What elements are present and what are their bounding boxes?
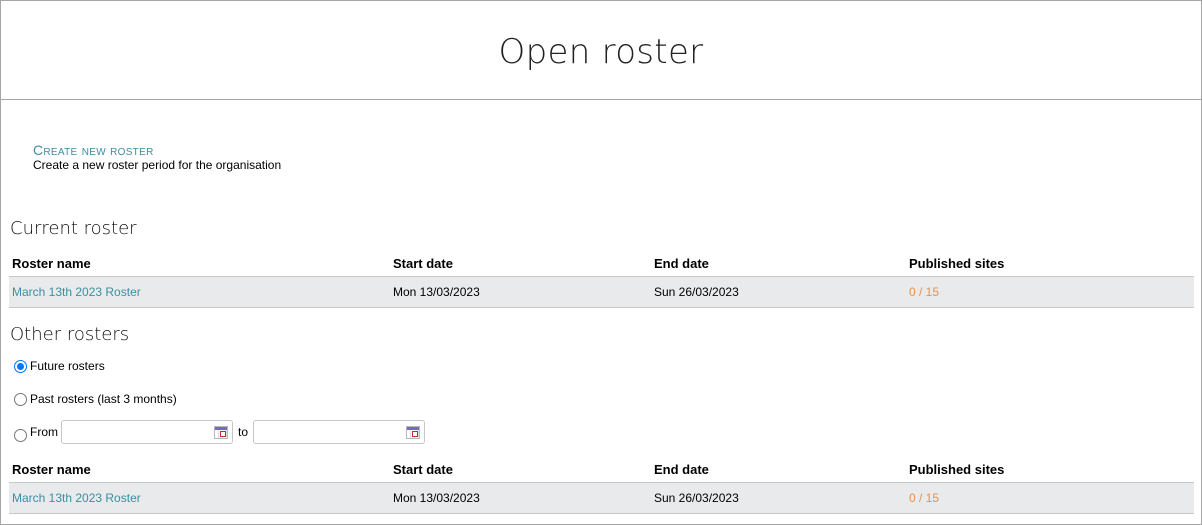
past-rosters-radio[interactable] bbox=[14, 392, 27, 406]
published-sites-cell: 0 / 15 bbox=[906, 276, 1194, 308]
column-header-published-sites: Published sites bbox=[906, 456, 1194, 483]
future-rosters-label: Future rosters bbox=[30, 359, 105, 373]
current-roster-table: Roster name Start date End date Publishe… bbox=[9, 250, 1194, 308]
create-roster-description: Create a new roster period for the organ… bbox=[33, 158, 282, 172]
calendar-icon[interactable] bbox=[214, 426, 228, 439]
table-header-row: Roster name Start date End date Publishe… bbox=[9, 250, 1194, 277]
start-date-cell: Mon 13/03/2023 bbox=[390, 276, 651, 308]
page-title: Open roster bbox=[498, 32, 704, 72]
from-date-input[interactable] bbox=[61, 420, 233, 444]
date-range-radio[interactable] bbox=[14, 428, 27, 442]
future-rosters-option[interactable]: Future rosters bbox=[14, 359, 105, 373]
create-new-roster-link[interactable]: Create new roster bbox=[33, 142, 154, 158]
column-header-published-sites: Published sites bbox=[906, 250, 1194, 277]
column-header-start-date: Start date bbox=[390, 456, 651, 483]
end-date-cell: Sun 26/03/2023 bbox=[651, 276, 906, 308]
table-row: March 13th 2023 Roster Mon 13/03/2023 Su… bbox=[9, 482, 1194, 514]
start-date-cell: Mon 13/03/2023 bbox=[390, 482, 651, 514]
table-row: March 13th 2023 Roster Mon 13/03/2023 Su… bbox=[9, 276, 1194, 308]
calendar-icon[interactable] bbox=[406, 426, 421, 439]
roster-name-link[interactable]: March 13th 2023 Roster bbox=[12, 491, 141, 505]
column-header-roster-name: Roster name bbox=[9, 456, 390, 483]
column-header-end-date: End date bbox=[651, 250, 906, 277]
other-rosters-heading: Other rosters bbox=[10, 324, 130, 345]
other-rosters-table: Roster name Start date End date Publishe… bbox=[9, 456, 1194, 514]
column-header-roster-name: Roster name bbox=[9, 250, 390, 277]
column-header-start-date: Start date bbox=[390, 250, 651, 277]
page-header: Open roster bbox=[1, 1, 1201, 100]
column-header-end-date: End date bbox=[651, 456, 906, 483]
current-roster-heading: Current roster bbox=[10, 218, 137, 239]
published-sites-cell: 0 / 15 bbox=[906, 482, 1194, 514]
create-roster-block: Create new roster Create a new roster pe… bbox=[33, 142, 281, 172]
future-rosters-radio[interactable] bbox=[14, 359, 27, 373]
date-range-option: From to bbox=[14, 420, 426, 444]
table-header-row: Roster name Start date End date Publishe… bbox=[9, 456, 1194, 483]
past-rosters-option[interactable]: Past rosters (last 3 months) bbox=[14, 392, 177, 406]
to-date-input[interactable] bbox=[253, 420, 426, 444]
past-rosters-label: Past rosters (last 3 months) bbox=[30, 392, 177, 406]
to-label: to bbox=[238, 425, 249, 439]
roster-name-link[interactable]: March 13th 2023 Roster bbox=[12, 285, 141, 299]
from-label: From bbox=[30, 425, 58, 439]
end-date-cell: Sun 26/03/2023 bbox=[651, 482, 906, 514]
